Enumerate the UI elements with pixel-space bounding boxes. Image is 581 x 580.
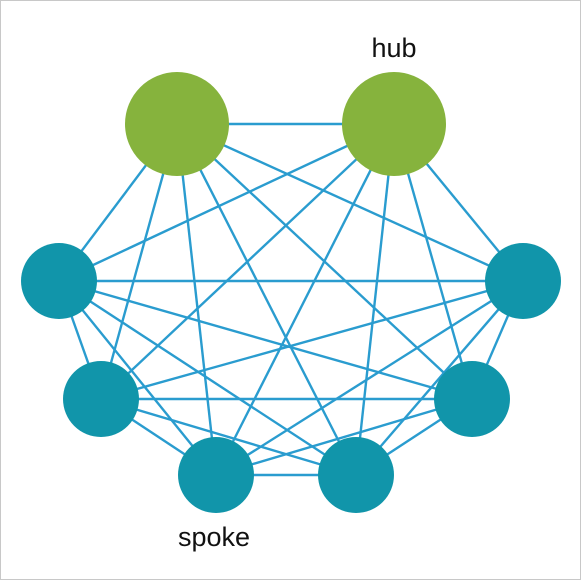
edge-n3-n7 bbox=[58, 280, 217, 476]
edges-layer bbox=[57, 122, 525, 477]
edge-n1-n8 bbox=[175, 123, 358, 476]
edge-n2-n7 bbox=[214, 123, 396, 476]
edge-n4-n7 bbox=[215, 279, 524, 477]
spoke-label: spoke bbox=[178, 522, 250, 552]
edge-n1-n4 bbox=[176, 122, 524, 283]
edge-n4-n5 bbox=[100, 279, 524, 401]
hub-node-n2 bbox=[342, 72, 446, 176]
edge-n2-n8 bbox=[354, 123, 396, 476]
edge-n2-n5 bbox=[100, 123, 395, 400]
edge-n2-n3 bbox=[58, 122, 395, 283]
spoke-node-n3 bbox=[21, 243, 97, 319]
nodes-layer bbox=[21, 72, 561, 513]
edge-n4-n8 bbox=[355, 280, 524, 476]
edge-n6-n7 bbox=[215, 397, 473, 477]
labels-layer: hub spoke bbox=[178, 33, 417, 552]
spoke-node-n7 bbox=[178, 437, 254, 513]
edge-n1-n7 bbox=[175, 123, 218, 476]
spoke-node-n4 bbox=[485, 243, 561, 319]
spoke-node-n8 bbox=[318, 437, 394, 513]
hub-label: hub bbox=[371, 33, 416, 63]
edge-n3-n8 bbox=[58, 279, 357, 477]
edge-n5-n8 bbox=[100, 397, 357, 477]
hub-node-n1 bbox=[125, 72, 229, 176]
spoke-node-n5 bbox=[63, 361, 139, 437]
spoke-node-n6 bbox=[434, 361, 510, 437]
edge-n3-n6 bbox=[58, 279, 473, 401]
